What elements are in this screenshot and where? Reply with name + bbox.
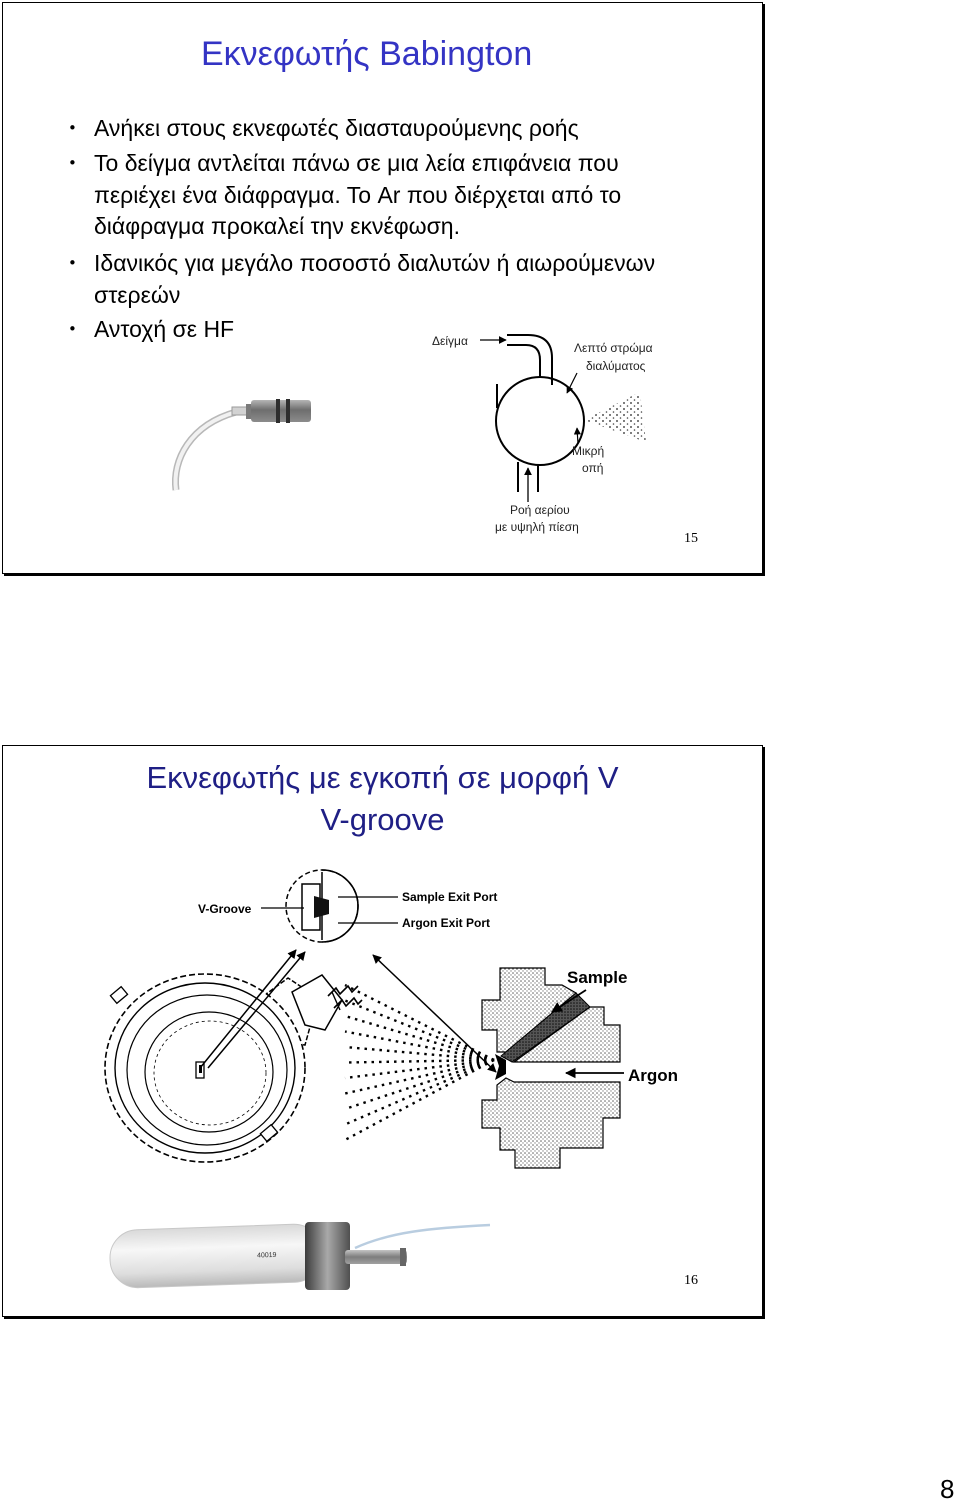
- detail-arrow: [372, 954, 497, 1073]
- body-ring: [286, 399, 290, 423]
- bullet-item: Το δείγμα αντλείται πάνω σε μια λεία επι…: [68, 148, 622, 243]
- nebulizer-sphere: [495, 376, 585, 466]
- tube-marking: 40019: [257, 1252, 277, 1260]
- connector-end: [246, 404, 253, 419]
- glass-body: [109, 1223, 323, 1289]
- sample-arrow: [551, 989, 587, 1013]
- sample-label: Sample: [567, 968, 627, 987]
- slide-title: Εκνεφωτής με εγκοπή σε μορφή V V-groove: [3, 757, 762, 841]
- argon-label: Argon: [628, 1066, 678, 1085]
- slide-title: Εκνεφωτής Babington: [201, 35, 533, 73]
- slide-v-groove: Εκνεφωτής με εγκοπή σε μορφή V V-groove: [2, 745, 763, 1317]
- slide-title-line: Εκνεφωτής με εγκοπή σε μορφή V: [146, 760, 619, 795]
- bullet-item: Ανήκει στους εκνεφωτές διασταυρούμενης ρ…: [68, 113, 579, 145]
- orifice-arrow: [573, 427, 581, 445]
- bullet-item: Ιδανικός για μεγάλο ποσοστό διαλυτών ή α…: [68, 248, 656, 311]
- sample-channel: [500, 992, 591, 1063]
- bullet-line: Το δείγμα αντλείται πάνω σε μια λεία επι…: [94, 150, 619, 176]
- spray-cone: [344, 983, 495, 1142]
- nebulizer-body: [251, 400, 311, 422]
- sample-tube-outer: [507, 334, 553, 385]
- bullet-line: διάφραγμα προκαλεί την εκνέφωση.: [94, 213, 460, 239]
- spray-line: [344, 999, 495, 1062]
- bullet-item: Αντοχή σε HF: [68, 314, 235, 346]
- slide-number: 15: [684, 531, 698, 546]
- metal-collar: [305, 1222, 350, 1290]
- rod-end: [400, 1248, 406, 1266]
- gas-label: Ροή αερίου: [510, 503, 570, 517]
- bullet-line: Ιδανικός για μεγάλο ποσοστό διαλυτών ή α…: [94, 250, 656, 276]
- spray-line: [344, 1058, 495, 1111]
- argon-exit-port-label: Argon Exit Port: [402, 916, 490, 930]
- sample-exit-port-label: Sample Exit Port: [402, 890, 497, 904]
- spray-line: [344, 1014, 495, 1062]
- film-label: Λεπτό στρώμα: [574, 341, 653, 355]
- tip-cross-section: [481, 967, 621, 1169]
- spray-line: [344, 1058, 495, 1142]
- slide-babington: Εκνεφωτής Babington Ανήκει στους εκνεφωτ…: [2, 2, 763, 574]
- babington-diagram: Δείγμα Λεπτό στρώμα διαλύματος Μικρή οπή…: [432, 334, 653, 534]
- spray-line: [344, 1058, 495, 1064]
- spray-line: [344, 1058, 495, 1095]
- nebulizer-photo: [171, 399, 311, 491]
- bullet-line: Αντοχή σε HF: [94, 316, 235, 342]
- magnified-tip-view: [285, 869, 359, 943]
- slide-number: 16: [684, 1273, 698, 1288]
- spray-line: [344, 1030, 495, 1062]
- exit-port-tip: [495, 1054, 506, 1080]
- page-number: 8: [940, 1474, 955, 1504]
- slide-title-line: V-groove: [320, 802, 445, 837]
- sample-tube-inner: [507, 344, 541, 378]
- bullet-line: Ανήκει στους εκνεφωτές διασταυρούμενης ρ…: [94, 115, 579, 141]
- body-ring: [276, 399, 280, 423]
- orifice-label: οπή: [582, 461, 603, 475]
- metal-rod: [345, 1250, 407, 1264]
- sample-capillary: [354, 1223, 491, 1250]
- spray-line: [344, 1058, 495, 1126]
- v-groove-label: V-Groove: [198, 902, 252, 916]
- zoom-arrow: [199, 949, 297, 1069]
- zoom-arrow: [207, 951, 306, 1069]
- nebulizer-housing: [104, 973, 306, 1163]
- bullet-line: περιέχει ένα διάφραγμα. Το Ar που διέρχε…: [94, 181, 622, 208]
- orifice-label: Μικρή: [572, 444, 604, 458]
- film-arrow: [566, 372, 578, 394]
- gas-label: με υψηλή πίεση: [495, 520, 579, 534]
- v-groove-diagram: V-Groove Sample Exit Port Argon Exit Por…: [104, 869, 678, 1169]
- capillary-tube-highlight: [173, 410, 237, 491]
- aerosol-spray: [584, 392, 646, 442]
- film-label: διαλύματος: [586, 359, 646, 373]
- bullet-line: στερεών: [94, 281, 181, 308]
- v-groove-nebulizer-photo: 40019: [109, 1222, 491, 1290]
- sample-label: Δείγμα: [432, 334, 468, 348]
